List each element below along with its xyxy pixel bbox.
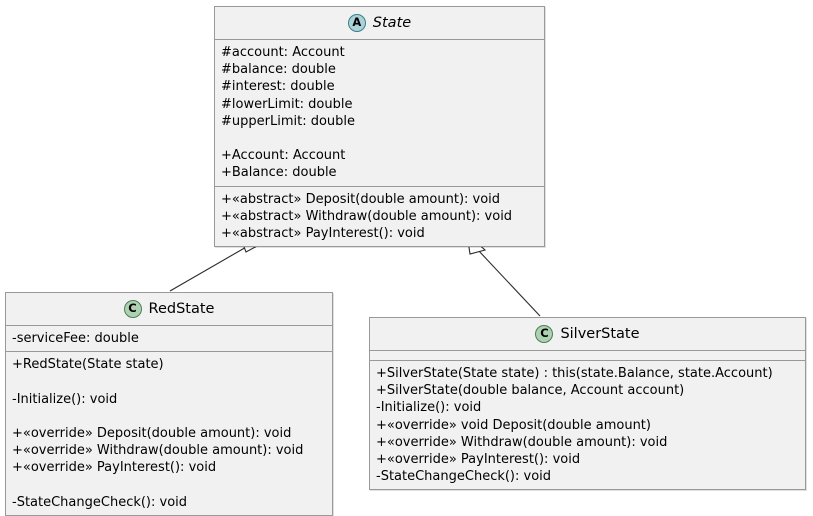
class-header-silverstate: C SilverState (370, 318, 805, 351)
attributes-compartment-redstate: -serviceFee: double (6, 326, 332, 351)
method-item: +«override» Withdraw(double amount): voi… (376, 434, 668, 450)
methods-compartment-state: +«abstract» Deposit(double amount): void… (215, 185, 544, 247)
attribute-item: #upperLimit: double (221, 113, 356, 129)
generalization-line-redstate (169, 245, 249, 292)
method-item: -StateChangeCheck(): void (376, 469, 552, 485)
attributes-compartment-state: #account: Account #balance: double #inte… (215, 40, 544, 186)
class-box-silverstate[interactable]: C SilverState +SilverState(State state) … (369, 317, 806, 491)
method-item: +«abstract» PayInterest(): void (221, 226, 425, 242)
method-item: +«abstract» Deposit(double amount): void (221, 191, 501, 207)
method-item: +SilverState(double balance, Account acc… (376, 383, 685, 399)
attribute-item: #lowerLimit: double (221, 96, 353, 112)
class-header-redstate: C RedState (6, 293, 332, 326)
method-spacer (12, 373, 327, 390)
method-item: +«override» void Deposit(double amount) (376, 417, 651, 433)
method-item: +«override» Deposit(double amount): void (12, 425, 292, 441)
attribute-item: #account: Account (221, 45, 345, 60)
attributes-compartment-silverstate (370, 351, 805, 360)
class-icon: C (535, 325, 554, 343)
method-item: +«override» Withdraw(double amount): voi… (12, 443, 304, 459)
method-item: +«abstract» Withdraw(double amount): voi… (221, 208, 513, 224)
attribute-item: +Account: Account (221, 148, 346, 164)
method-item: +«override» PayInterest(): void (376, 452, 581, 468)
class-name-state: State (372, 15, 412, 31)
abstract-class-icon: A (347, 14, 366, 32)
class-name-silverstate: SilverState (560, 326, 640, 342)
methods-compartment-redstate: +RedState(State state) -Initialize(): vo… (6, 351, 332, 515)
attribute-spacer (221, 130, 539, 147)
class-header-state: A State (215, 7, 544, 40)
attribute-item: -serviceFee: double (12, 331, 139, 346)
class-box-redstate[interactable]: C RedState -serviceFee: double +RedState… (5, 292, 333, 516)
class-box-state[interactable]: A State #account: Account #balance: doub… (214, 6, 545, 248)
method-item: +RedState(State state) (12, 357, 164, 373)
method-item: +SilverState(State state) : this(state.B… (376, 366, 773, 381)
class-icon: C (123, 300, 142, 318)
attribute-item: #interest: double (221, 79, 335, 95)
method-item: -Initialize(): void (12, 391, 118, 407)
method-item: -StateChangeCheck(): void (12, 494, 188, 510)
class-name-redstate: RedState (148, 301, 215, 317)
generalization-line-silverstate (477, 249, 541, 317)
attribute-item: +Balance: double (221, 165, 337, 181)
method-item: -Initialize(): void (376, 400, 482, 416)
methods-compartment-silverstate: +SilverState(State state) : this(state.B… (370, 360, 805, 489)
method-item: +«override» PayInterest(): void (12, 460, 217, 476)
method-spacer (12, 408, 327, 425)
method-spacer (12, 477, 327, 494)
attribute-item: #balance: double (221, 62, 336, 78)
